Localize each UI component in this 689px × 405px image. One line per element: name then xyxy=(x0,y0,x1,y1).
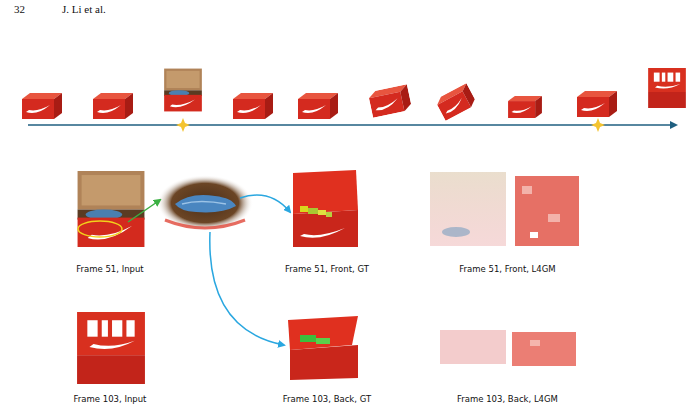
gt-front-render xyxy=(293,210,358,247)
gt-front-render xyxy=(318,210,326,215)
gt-front-render xyxy=(300,228,345,238)
gt-back-render xyxy=(288,316,358,350)
zoom-inset xyxy=(175,195,236,212)
l4gm-front-render xyxy=(522,186,532,194)
image-panel: Frame 51, Input xyxy=(60,165,160,275)
image-panel: Frame 51, Front, GT xyxy=(272,165,382,275)
image-panel: Frame 103, Back, GT xyxy=(272,305,382,405)
gt-front-render xyxy=(326,212,332,217)
timeline-thumbnails xyxy=(435,83,478,121)
panel-caption: Frame 103, Input xyxy=(55,394,165,405)
input-frame-51 xyxy=(78,221,122,237)
panel-caption: Frame 51, Front, GT xyxy=(272,264,382,275)
gt-front-render xyxy=(293,170,358,214)
l4gm-back-render xyxy=(512,332,576,366)
gt-back-render xyxy=(290,345,358,380)
l4gm-back-render xyxy=(440,330,506,364)
l4gm-front-render xyxy=(530,232,538,238)
page-number: 32 xyxy=(14,3,25,16)
timeline-thumbnails xyxy=(508,96,542,118)
l4gm-front-render xyxy=(515,176,579,246)
timeline-thumbnails xyxy=(298,93,338,119)
timeline-thumbnails xyxy=(22,68,686,121)
input-frame-51 xyxy=(78,171,145,247)
l4gm-front-render xyxy=(430,172,506,246)
panel-caption: Frame 51, Front, L4GM xyxy=(425,264,590,275)
image-panel: Frame 103, Input xyxy=(55,305,165,405)
input-frame-103 xyxy=(77,312,145,384)
panel-caption: Frame 51, Input xyxy=(60,264,160,275)
timeline-thumbnails xyxy=(648,68,686,108)
input-frame-103 xyxy=(77,312,145,384)
timeline-thumbnails xyxy=(22,93,62,119)
timeline-axis xyxy=(28,124,676,126)
pointer-arrows xyxy=(128,195,290,345)
gt-front-render xyxy=(300,206,308,212)
running-head: J. Li et al. xyxy=(62,3,106,16)
zoom-inset xyxy=(165,220,245,228)
l4gm-front-render xyxy=(442,227,470,237)
l4gm-back-render xyxy=(530,340,540,346)
pointer-arrows xyxy=(210,232,284,345)
image-panel: Frame 103, Back, L4GM xyxy=(425,305,590,405)
gt-front-render xyxy=(308,208,318,214)
zoom-inset xyxy=(157,175,253,231)
timeline-thumbnails xyxy=(93,93,133,119)
input-frame-51 xyxy=(78,171,145,247)
gt-back-render xyxy=(300,335,316,342)
panel-caption: Frame 103, Back, L4GM xyxy=(425,394,590,405)
l4gm-front-render xyxy=(430,172,579,246)
zoom-inset xyxy=(182,202,226,205)
pointer-arrows xyxy=(128,200,160,222)
pointer-arrows xyxy=(240,195,290,212)
timeline-thumbnails xyxy=(577,91,617,117)
panel-caption: Frame 103, Back, GT xyxy=(272,394,382,405)
zoom-inset xyxy=(157,175,253,231)
gt-front-render xyxy=(293,170,358,247)
timeline-axis xyxy=(28,118,676,132)
timeline-thumbnails xyxy=(368,84,413,118)
timeline-thumbnails xyxy=(164,69,202,112)
gt-back-render xyxy=(316,338,330,344)
timeline-thumbnails xyxy=(233,93,273,119)
timeline-axis xyxy=(591,118,605,132)
gt-back-render xyxy=(288,316,358,380)
image-panel: Frame 51, Front, L4GM xyxy=(425,165,590,275)
l4gm-back-render xyxy=(440,330,576,366)
l4gm-front-render xyxy=(548,214,560,222)
timeline-axis xyxy=(176,118,190,132)
